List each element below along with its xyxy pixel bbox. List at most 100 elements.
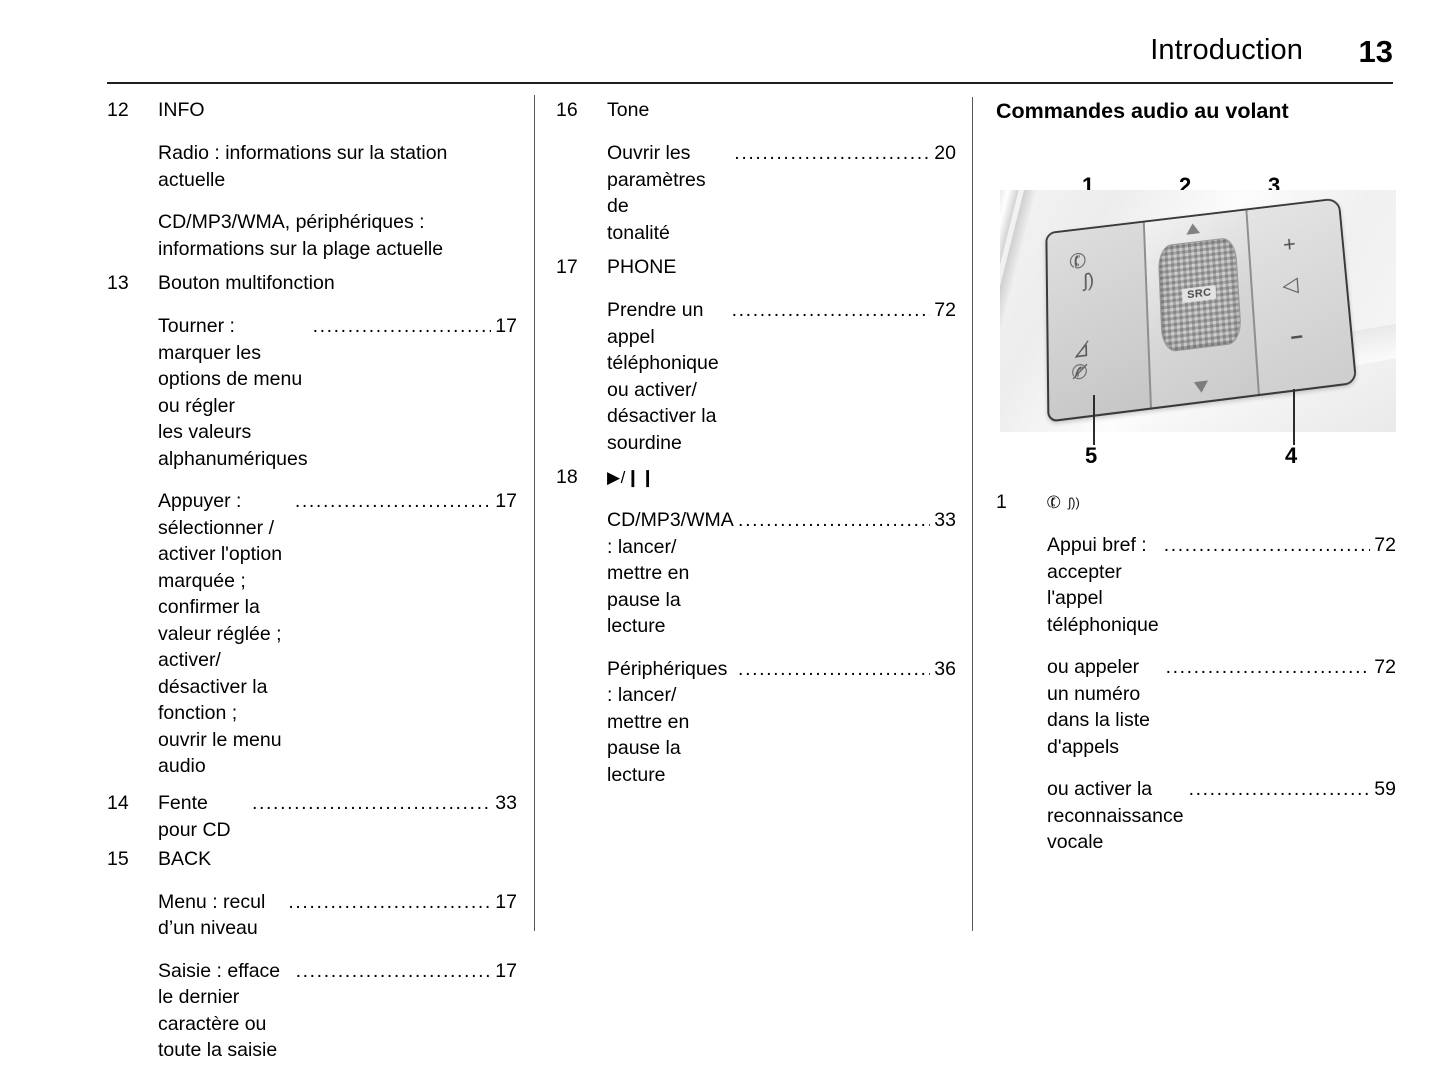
item-label: Tone (607, 99, 650, 121)
description-text: Périphériques : lancer/ mettre en pause … (607, 657, 728, 786)
list-item-1: 1 ✆ ʃ)) Appui bref : accepter l'appel té… (996, 489, 1396, 858)
item-label-icons: ✆ ʃ)) (1044, 489, 1396, 516)
description-text: Appui bref : accepter l'appel téléphoniq… (1047, 534, 1159, 636)
item-label: PHONE (607, 256, 677, 278)
description-text: Prendre un appel téléphonique ou activer… (607, 299, 719, 454)
item-description: Ouvrir les paramètres de tonalité ......… (607, 140, 956, 246)
description-text: Ouvrir les paramètres de tonalité (607, 142, 706, 244)
label-text: Fente pour CD (158, 791, 231, 841)
item-number: 13 (107, 272, 129, 294)
item-number: 17 (556, 256, 578, 278)
item-description: Menu : recul d’un niveau ...............… (158, 889, 517, 942)
dot-leader: ........................................… (1163, 534, 1371, 556)
column-three: Commandes audio au volant 1 2 3 ✆ ʃ) ⊿̸ … (996, 97, 1396, 858)
phone-handset-icon: ✆ (1044, 490, 1064, 514)
item-label: Fente pour CD ..........................… (158, 790, 517, 844)
item-description: ou activer la reconnaissance vocale ....… (1047, 776, 1396, 856)
reference-page: 33 (934, 509, 956, 531)
list-item-17: 17 PHONE Prendre un appel téléphonique o… (556, 254, 956, 458)
item-description: ou appeler un numéro dans la liste d'app… (1047, 654, 1396, 760)
item-number: 15 (107, 847, 129, 870)
reference-page: 33 (495, 791, 517, 814)
column-divider-1 (534, 95, 535, 931)
reference-page: 72 (1374, 656, 1396, 678)
page-header: Introduction 13 (107, 34, 1393, 82)
audio-control-pad[interactable]: ✆ ʃ) ⊿̸ ✆̸ SRC + ◁ − (1045, 197, 1358, 423)
dot-leader: ........................................… (1188, 778, 1371, 800)
play-pause-icon: ▶/❙❙ (607, 468, 656, 487)
speaker-icon: ◁ (1281, 273, 1300, 298)
item-description: Tourner : marquer les options de menu ou… (158, 313, 517, 472)
volume-up-label: + (1282, 231, 1297, 257)
item-number: 18 (556, 466, 578, 488)
item-description: CD/MP3/WMA, périphériques : informations… (158, 211, 444, 260)
description-text: ou activer la reconnaissance vocale (1047, 778, 1184, 853)
item-label: BACK (158, 847, 212, 870)
dot-leader: ........................................… (738, 657, 930, 680)
dot-leader: ........................................… (312, 315, 492, 337)
item-description: Périphériques : lancer/ mettre en pause … (607, 656, 956, 789)
header-divider-rule (107, 82, 1393, 84)
reference-page: 20 (934, 142, 956, 164)
center-rocker-group[interactable]: SRC (1144, 210, 1260, 408)
column-two: 16 Tone Ouvrir les paramètres de tonalit… (556, 97, 956, 790)
up-triangle-icon (1185, 222, 1201, 235)
page-number: 13 (1358, 34, 1393, 69)
item-number: 14 (107, 791, 129, 814)
column-one: 12 INFO Radio : informations sur la stat… (107, 97, 517, 1066)
callout-4: 4 (1285, 443, 1298, 468)
right-volume-group[interactable]: + ◁ − (1247, 199, 1355, 394)
dot-leader: ........................................… (734, 142, 931, 164)
reference-page: 36 (934, 657, 956, 680)
dot-leader: ........................................… (252, 791, 491, 814)
reference-page: 17 (495, 315, 517, 337)
item-number: 1 (996, 491, 1007, 513)
page-title: Introduction (1150, 34, 1303, 66)
dot-leader: ........................................… (295, 959, 492, 982)
callout-5-line (1093, 395, 1095, 445)
item-label: Bouton multifonction (158, 272, 335, 294)
column-divider-2 (972, 97, 973, 931)
dot-leader: ........................................… (738, 509, 930, 531)
voice-recognition-icon: ʃ)) (1068, 495, 1080, 510)
dot-leader: ........................................… (288, 890, 492, 913)
description-text: Saisie : efface le dernier caractère ou … (158, 959, 281, 1062)
dot-leader: ........................................… (1165, 656, 1371, 678)
reference-page: 59 (1374, 778, 1396, 800)
volume-down-label: − (1289, 323, 1305, 351)
src-thumbwheel[interactable]: SRC (1157, 236, 1243, 354)
description-text: Menu : recul d’un niveau (158, 890, 271, 940)
list-item-15: 15 BACK Menu : recul d’un niveau .......… (107, 846, 517, 1066)
item-number: 12 (107, 99, 129, 121)
src-label: SRC (1181, 284, 1217, 303)
item-description: CD/MP3/WMA : lancer/ mettre en pause la … (607, 507, 956, 640)
reference-page: 17 (495, 890, 517, 913)
item-description: Saisie : efface le dernier caractère ou … (158, 958, 517, 1064)
callout-4-line (1293, 389, 1295, 445)
reference-page: 17 (495, 959, 517, 982)
section-heading: Commandes audio au volant (996, 99, 1289, 123)
description-text: Tourner : marquer les options de menu ou… (158, 315, 308, 470)
left-button-group[interactable]: ✆ ʃ) ⊿̸ ✆̸ (1047, 222, 1152, 421)
item-description: Appui bref : accepter l'appel téléphoniq… (1047, 532, 1396, 638)
list-item-12: 12 INFO Radio : informations sur la stat… (107, 97, 517, 264)
description-text: ou appeler un numéro dans la liste d'app… (1047, 656, 1150, 758)
description-text: Appuyer : sélectionner / activer l'optio… (158, 490, 283, 777)
dot-leader: ........................................… (294, 490, 492, 512)
steering-wheel-controls-figure: 1 2 3 ✆ ʃ) ⊿̸ ✆̸ (996, 145, 1396, 475)
item-description: Prendre un appel téléphonique ou activer… (607, 297, 956, 456)
list-item-14: 14 Fente pour CD .......................… (107, 790, 517, 844)
description-text: CD/MP3/WMA : lancer/ mettre en pause la … (607, 509, 733, 637)
item-number: 16 (556, 99, 578, 121)
down-triangle-icon (1193, 380, 1209, 394)
reference-page: 72 (1374, 534, 1396, 556)
list-item-18: 18 ▶/❙❙ CD/MP3/WMA : lancer/ mettre en p… (556, 464, 956, 790)
voice-recognition-icon: ʃ) (1083, 270, 1095, 293)
reference-page: 72 (934, 299, 956, 321)
list-item-13: 13 Bouton multifonction Tourner : marque… (107, 270, 517, 782)
item-description: Radio : informations sur la station actu… (158, 142, 448, 191)
dot-leader: ........................................… (731, 299, 931, 321)
reference-page: 17 (495, 490, 517, 512)
mute-speaker-icon: ⊿̸ (1072, 338, 1091, 363)
steering-wheel-photo: ✆ ʃ) ⊿̸ ✆̸ SRC + ◁ − (1000, 190, 1396, 432)
